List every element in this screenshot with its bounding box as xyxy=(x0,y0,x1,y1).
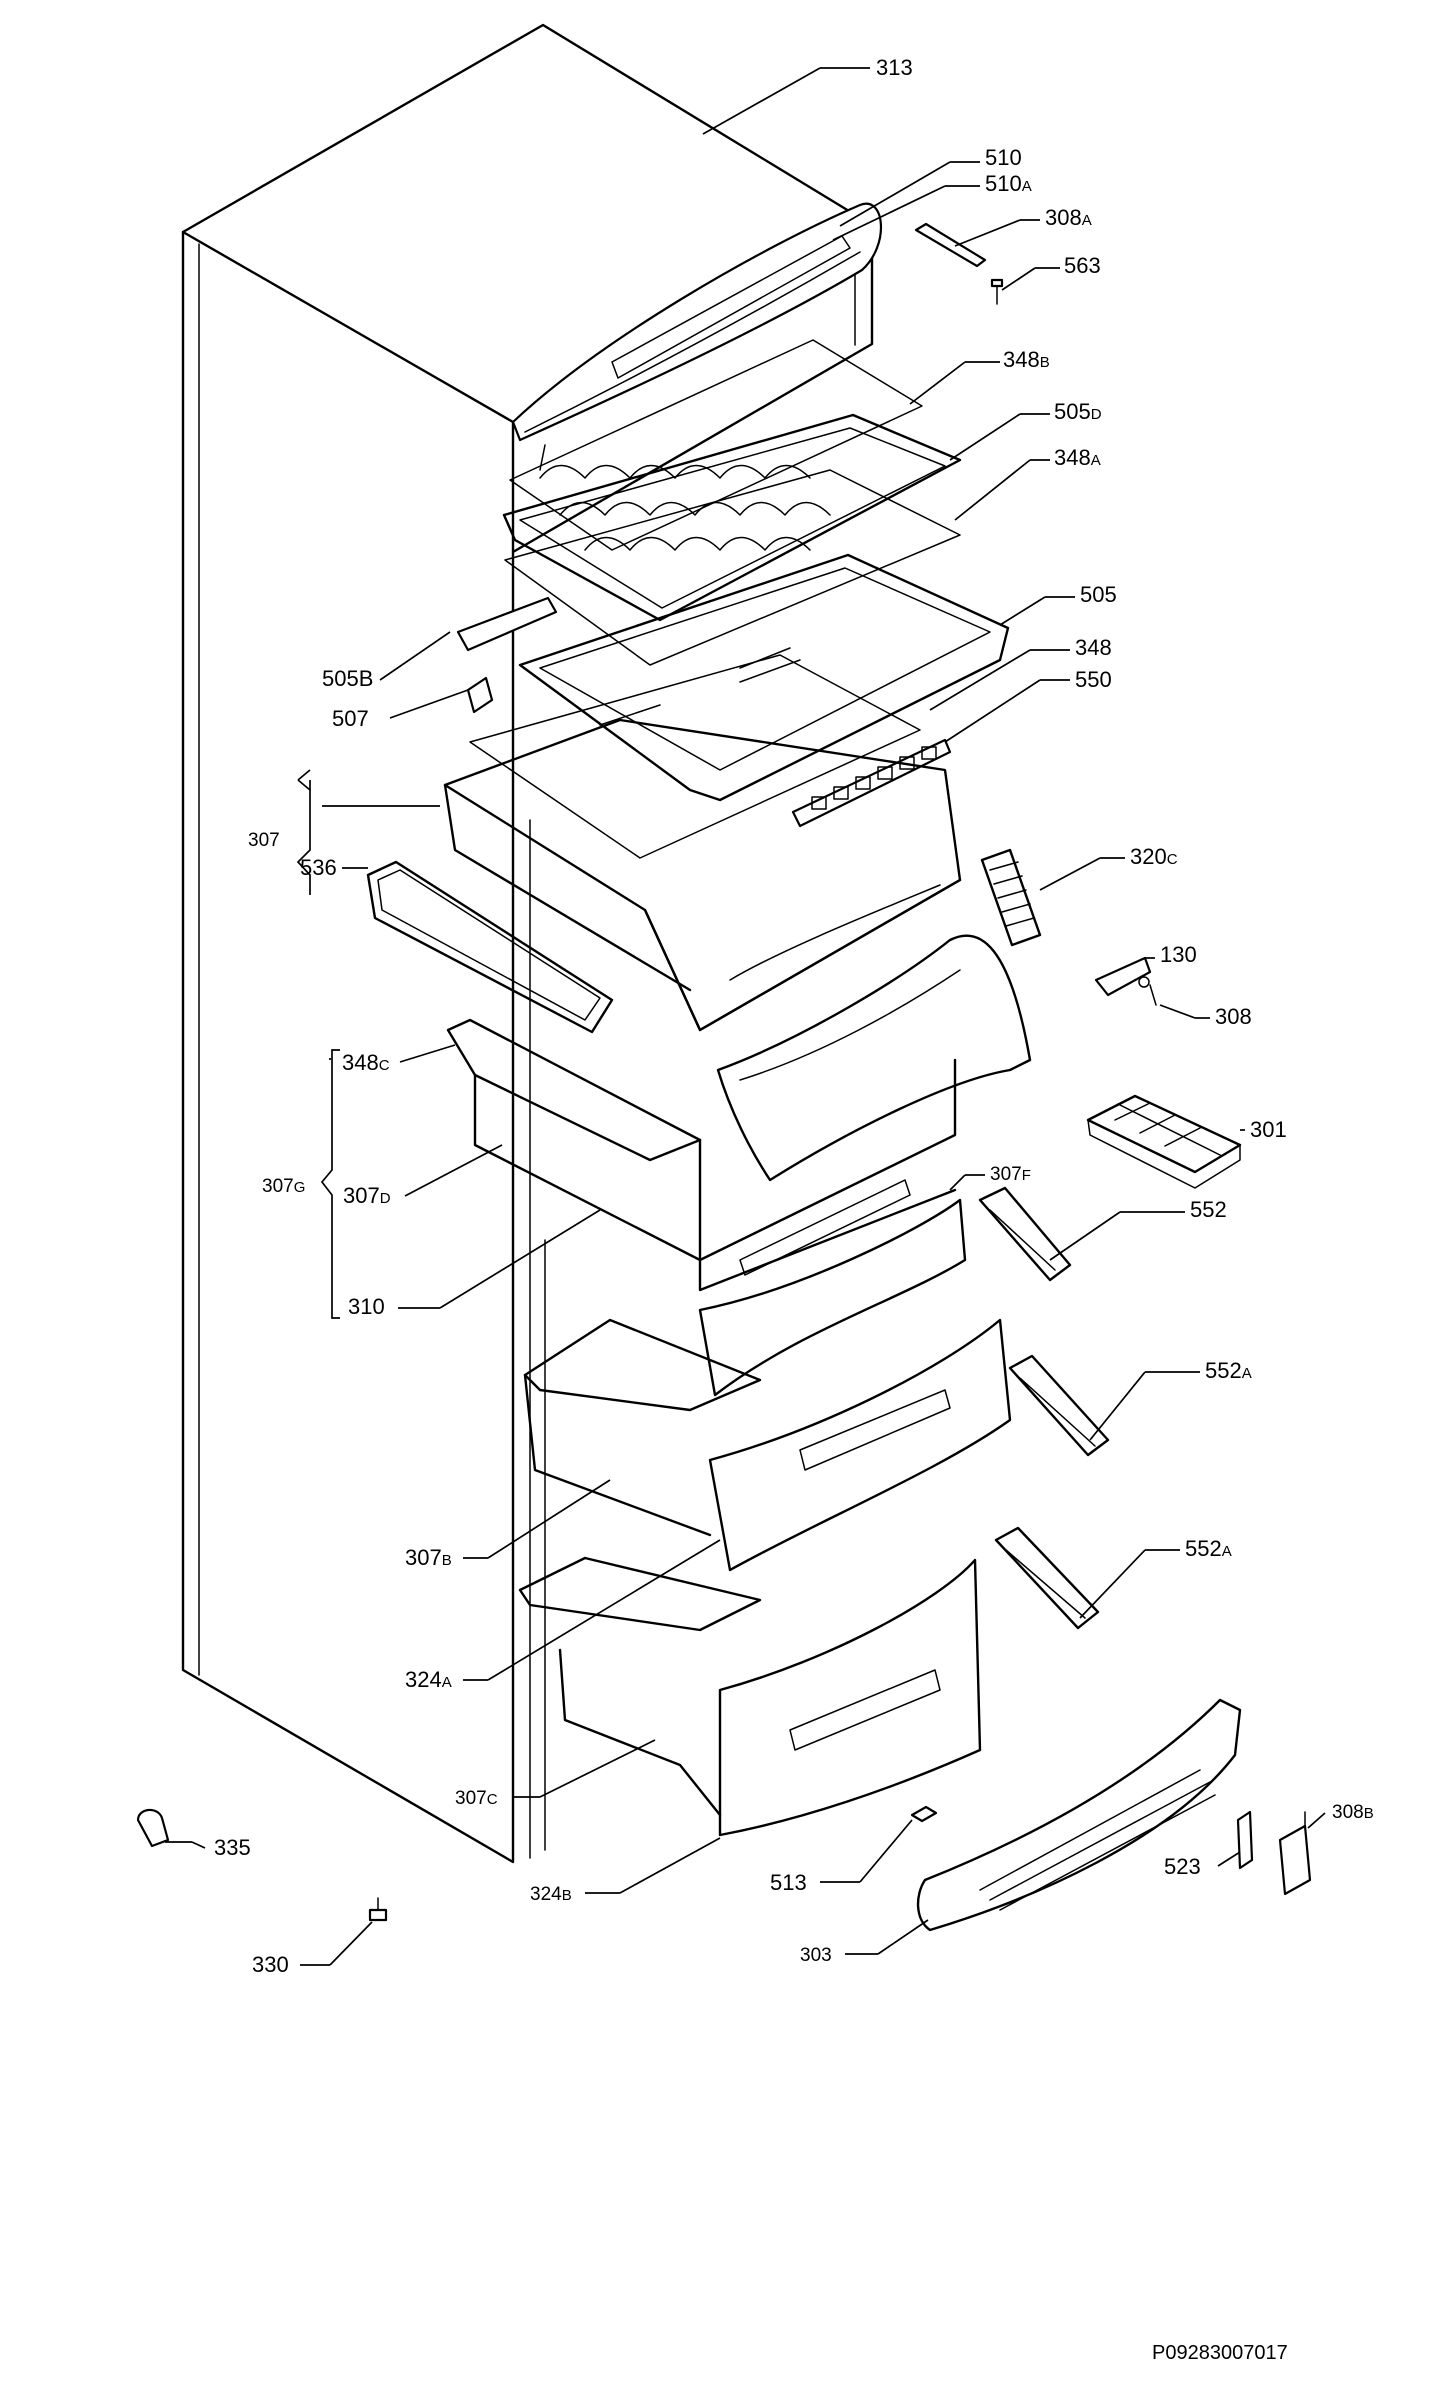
callout-513: 513 xyxy=(770,1870,807,1895)
support-clip xyxy=(466,676,494,714)
spacer xyxy=(1236,1810,1254,1870)
callout-563: 563 xyxy=(1064,253,1101,278)
ice-tray xyxy=(1086,1094,1242,1189)
callout-307g: 307G xyxy=(262,1176,305,1197)
crisper-box xyxy=(443,718,962,1032)
leveling-foot xyxy=(368,1897,388,1922)
callout-552a-lower: 552A xyxy=(1185,1536,1232,1561)
callout-550: 550 xyxy=(1075,667,1112,692)
callout-320c: 320C xyxy=(1130,844,1178,869)
callout-308b: 308B xyxy=(1332,1802,1374,1823)
kick-plate xyxy=(916,1698,1242,1932)
hinge xyxy=(1094,956,1157,1006)
top-cover xyxy=(511,202,883,442)
callout-348a: 348A xyxy=(1054,445,1101,470)
callout-301: 301 xyxy=(1250,1117,1287,1142)
reference-code: P09283007017 xyxy=(1152,2342,1288,2364)
drawer-lower xyxy=(518,1556,982,1837)
leader-lines xyxy=(165,67,1326,1966)
vent-grille xyxy=(980,848,1042,947)
callout-507: 507 xyxy=(332,706,369,731)
callout-552a-upper: 552A xyxy=(1205,1358,1252,1383)
callout-324a: 324A xyxy=(405,1667,452,1692)
rail-upper xyxy=(978,1186,1072,1282)
rail-middle xyxy=(1008,1354,1110,1457)
shelf-frame-top xyxy=(502,413,962,622)
callout-335: 335 xyxy=(214,1835,251,1860)
callout-505: 505 xyxy=(1080,582,1117,607)
drawer-front-upper xyxy=(698,1198,967,1397)
hinge-bracket-top xyxy=(914,222,987,268)
leveling-foot-bracket xyxy=(136,1808,170,1848)
shelf-support xyxy=(456,596,558,652)
callout-505d: 505D xyxy=(1054,399,1102,424)
callout-307f: 307F xyxy=(990,1164,1031,1185)
callout-307d: 307D xyxy=(343,1183,391,1208)
drawer-middle xyxy=(523,1318,1012,1572)
hinge-bracket-bottom xyxy=(1278,1811,1312,1896)
crisper-divider xyxy=(366,860,614,1034)
shelf-frame xyxy=(518,553,1010,802)
cabinet-body xyxy=(181,23,874,1864)
wire-rack xyxy=(509,339,923,551)
drawer-upper xyxy=(446,1018,957,1292)
callout-307: 307 xyxy=(248,830,280,851)
screw-top xyxy=(990,278,1004,305)
callout-523: 523 xyxy=(1164,1854,1201,1879)
rail-lower xyxy=(994,1526,1100,1630)
callout-348c: 348C xyxy=(342,1050,390,1075)
callout-307b: 307B xyxy=(405,1545,452,1570)
callout-130: 130 xyxy=(1160,942,1197,967)
callout-308: 308 xyxy=(1215,1004,1252,1029)
callout-348: 348 xyxy=(1075,635,1112,660)
glass-shelf xyxy=(469,654,921,859)
callout-552: 552 xyxy=(1190,1197,1227,1222)
callout-310: 310 xyxy=(348,1294,385,1319)
callout-324b: 324B xyxy=(530,1884,572,1905)
callout-303: 303 xyxy=(800,1945,832,1966)
callout-536: 536 xyxy=(300,855,337,880)
callout-348b: 348B xyxy=(1003,347,1050,372)
callout-labels: 313 510 510A 308A 563 348B 505D 348A 505… xyxy=(214,55,1374,1977)
drawer-cover xyxy=(716,934,1032,1182)
clip xyxy=(910,1805,938,1823)
glass-shelf-top xyxy=(504,469,961,666)
callout-308a: 308A xyxy=(1045,205,1092,230)
callout-510: 510 xyxy=(985,145,1022,170)
callout-330: 330 xyxy=(252,1952,289,1977)
callout-505b: 505B xyxy=(322,666,373,691)
callout-510a: 510A xyxy=(985,171,1032,196)
callout-313: 313 xyxy=(876,55,913,80)
callout-307c: 307C xyxy=(455,1788,498,1809)
